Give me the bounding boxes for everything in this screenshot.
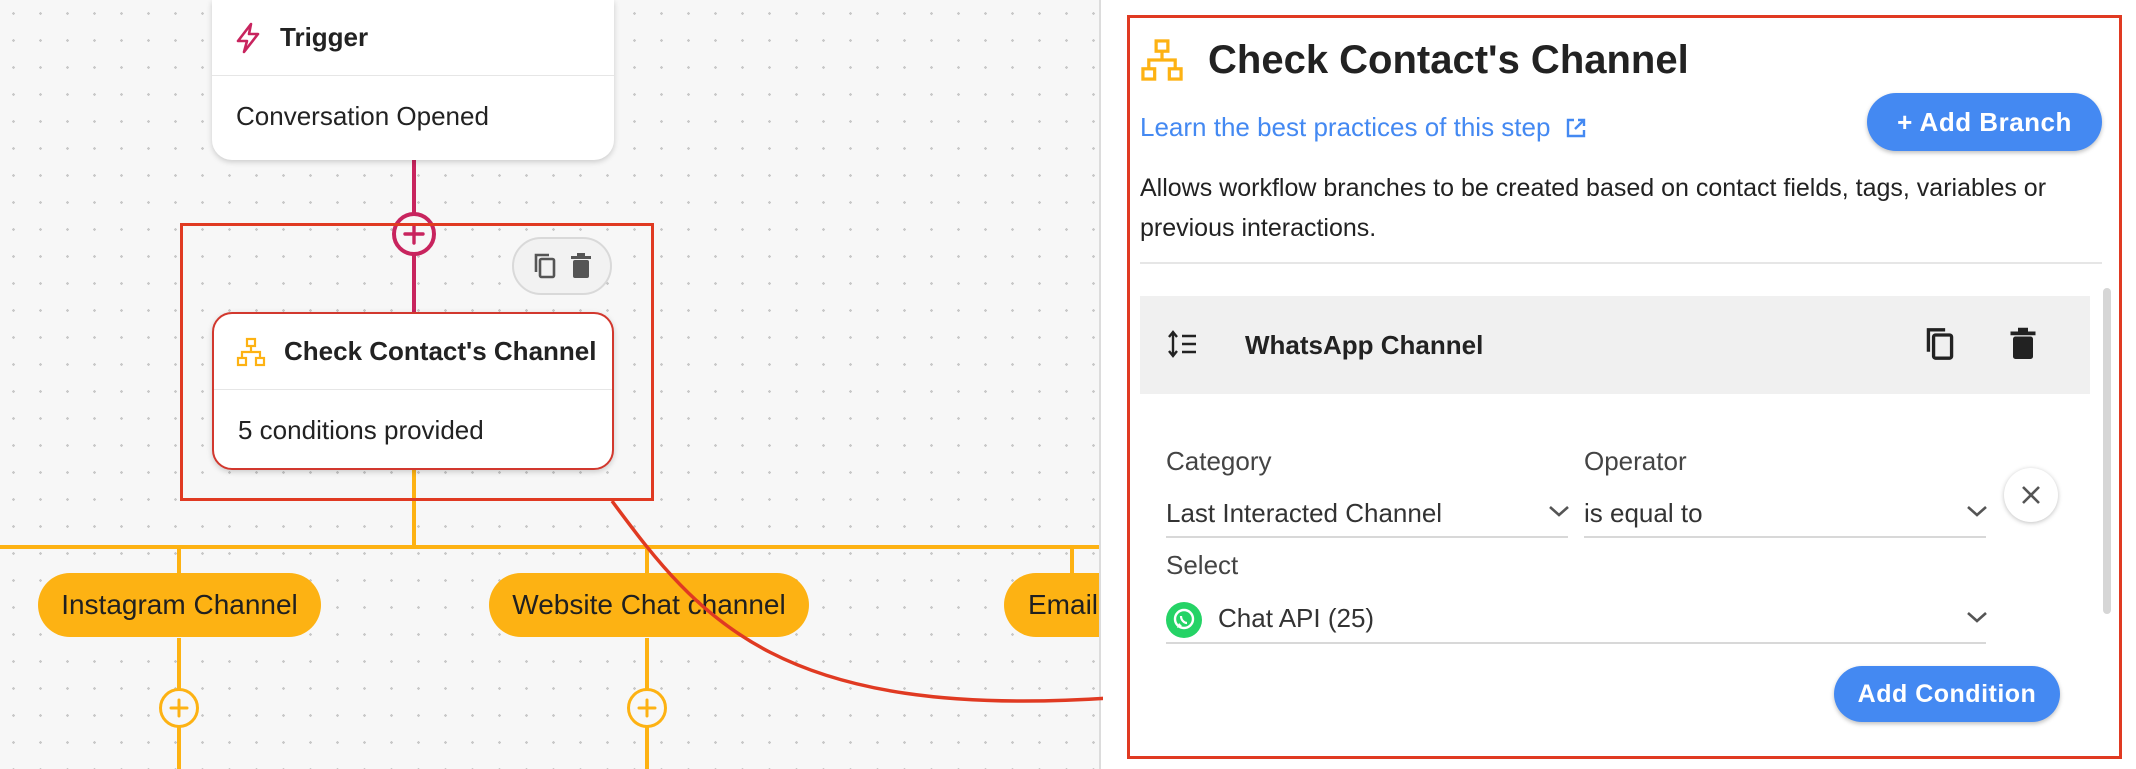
category-label: Category xyxy=(1166,446,1272,476)
trash-icon[interactable] xyxy=(2008,326,2038,362)
panel-description: Allows workflow branches to be created b… xyxy=(1140,174,2047,242)
category-underline xyxy=(1166,536,1568,538)
trigger-node-subtitle: Conversation Opened xyxy=(236,100,489,131)
check-channel-node[interactable]: Check Contact's Channel 5 conditions pro… xyxy=(212,312,614,470)
copy-icon[interactable] xyxy=(531,251,559,281)
lightning-icon xyxy=(234,22,262,54)
branch-drop-1 xyxy=(177,545,181,575)
branch-pill-website-chat[interactable]: Website Chat channel xyxy=(489,573,809,637)
branch-card-header: WhatsApp Channel xyxy=(1140,296,2090,394)
learn-link-text: Learn the best practices of this step xyxy=(1140,112,1551,142)
trigger-node-title: Trigger xyxy=(280,22,369,52)
sitemap-icon xyxy=(1140,38,1184,82)
header-divider xyxy=(1140,262,2102,264)
add-step-button[interactable] xyxy=(392,212,436,256)
chevron-down-icon[interactable] xyxy=(1964,609,1990,625)
branch-pill-instagram[interactable]: Instagram Channel xyxy=(38,573,321,637)
check-channel-node-title: Check Contact's Channel xyxy=(284,336,597,366)
remove-condition-button[interactable] xyxy=(2004,468,2058,522)
close-icon xyxy=(2022,486,2040,504)
whatsapp-icon xyxy=(1166,602,1202,638)
plus-circle-icon xyxy=(637,698,657,718)
category-select[interactable]: Last Interacted Channel xyxy=(1166,498,1443,528)
branch-drop-2 xyxy=(645,545,649,575)
branch-card: WhatsApp Channel Category Last Interacte… xyxy=(1140,296,2090,756)
branch-bus-line xyxy=(0,545,1099,549)
external-link-icon xyxy=(1564,116,1588,140)
add-branch-button[interactable]: + Add Branch xyxy=(1867,93,2102,151)
chevron-down-icon[interactable] xyxy=(1964,503,1990,519)
operator-underline xyxy=(1584,536,1986,538)
check-channel-node-header: Check Contact's Channel xyxy=(214,314,612,390)
branch-name[interactable]: WhatsApp Channel xyxy=(1245,330,1484,360)
branch-drop-3 xyxy=(1070,545,1074,575)
operator-label: Operator xyxy=(1584,446,1687,476)
operator-select[interactable]: is equal to xyxy=(1584,498,1703,528)
panel-scrollbar[interactable] xyxy=(2103,288,2111,614)
plus-circle-icon xyxy=(403,223,425,245)
trigger-node[interactable]: Trigger Conversation Opened xyxy=(212,0,614,160)
node-actions xyxy=(512,237,612,295)
learn-best-practices-link[interactable]: Learn the best practices of this step xyxy=(1140,112,1588,143)
workflow-canvas[interactable]: Trigger Conversation Opened Check Contac… xyxy=(0,0,1101,769)
step-settings-panel: Check Contact's Channel Learn the best p… xyxy=(1103,0,2136,769)
add-step-button-instagram[interactable] xyxy=(159,688,199,728)
plus-circle-icon xyxy=(169,698,189,718)
copy-icon[interactable] xyxy=(1922,324,1958,364)
branch-pill-email[interactable]: Email xyxy=(1004,573,1099,637)
channel-underline xyxy=(1166,642,1986,644)
node-down-connector xyxy=(412,470,416,548)
add-step-button-website-chat[interactable] xyxy=(627,688,667,728)
trigger-node-header: Trigger xyxy=(212,0,614,76)
sort-lines-icon[interactable] xyxy=(1168,330,1198,358)
channel-select[interactable]: Chat API (25) xyxy=(1218,603,1375,633)
check-channel-node-subtitle: 5 conditions provided xyxy=(238,414,484,445)
chevron-down-icon[interactable] xyxy=(1546,503,1572,519)
panel-title: Check Contact's Channel xyxy=(1208,38,1689,82)
trash-icon[interactable] xyxy=(569,252,593,280)
sitemap-icon xyxy=(236,337,266,367)
add-condition-button[interactable]: Add Condition xyxy=(1834,666,2060,722)
select-label: Select xyxy=(1166,550,1239,580)
